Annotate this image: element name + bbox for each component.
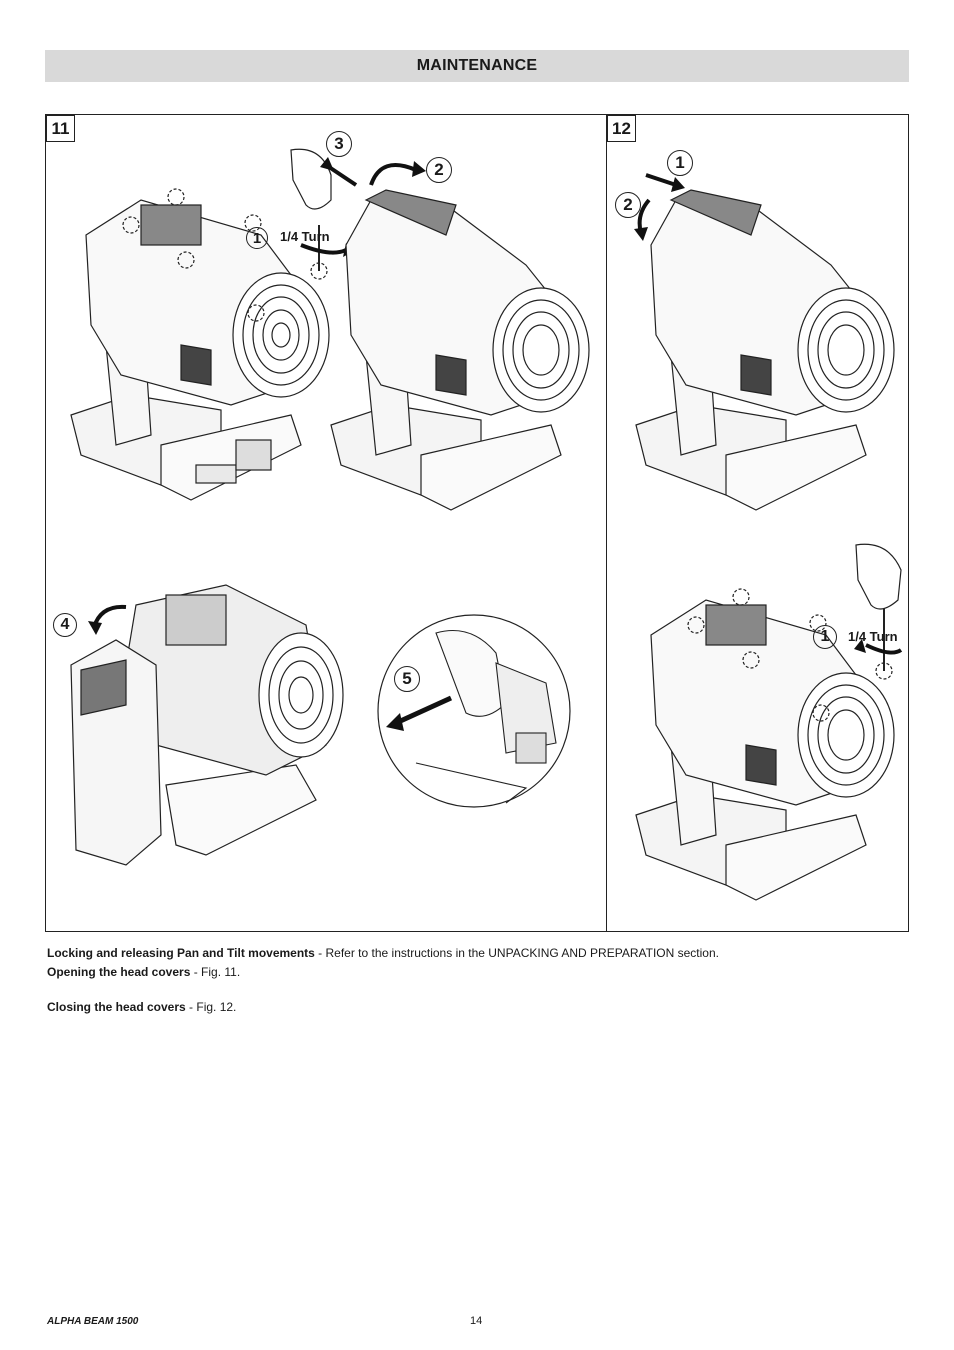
fig12-step2-marker: 2 — [615, 192, 641, 218]
caption-line-1: Locking and releasing Pan and Tilt movem… — [47, 946, 719, 960]
caption-line-3: Closing the head covers - Fig. 12. — [47, 1000, 236, 1014]
section-header: MAINTENANCE — [45, 50, 909, 82]
fixture-illustration-11-step4 — [70, 584, 344, 866]
figure-12-label: 12 — [607, 115, 636, 142]
fig12-turn-label: 1/4 Turn — [848, 629, 898, 644]
fig11-step4-marker: 4 — [53, 613, 77, 637]
page-number: 14 — [470, 1315, 483, 1327]
fig11-step2-marker: 2 — [426, 157, 452, 183]
caption-3-bold: Closing the head covers — [47, 1000, 186, 1014]
caption-2-bold: Opening the head covers — [47, 965, 191, 979]
fixture-illustration-11-step1 — [70, 148, 354, 501]
figure-divider — [606, 115, 607, 931]
fixture-illustration-12-step12 — [634, 173, 895, 511]
fig11-turn-label: 1/4 Turn — [280, 229, 330, 244]
figure-frame: 11 12 — [45, 114, 909, 932]
fig11-step3-marker: 3 — [326, 131, 352, 157]
section-title: MAINTENANCE — [416, 57, 538, 74]
caption-2-text: - Fig. 11. — [190, 965, 241, 979]
footer-product-name: ALPHA BEAM 1500 — [47, 1316, 139, 1327]
fig12-tighten-step1-marker: 1 — [813, 625, 837, 649]
fixture-illustration-11-step23 — [320, 157, 590, 511]
fig12-step1-marker: 1 — [667, 150, 693, 176]
caption-1-bold: Locking and releasing Pan and Tilt movem… — [47, 946, 315, 960]
detail-illustration-11-step5 — [377, 614, 571, 808]
caption-1-text: - Refer to the instructions in the UNPAC… — [314, 946, 719, 960]
fig11-step1-marker: 1 — [246, 227, 268, 249]
figure-11-label: 11 — [46, 115, 75, 142]
caption-line-2: Opening the head covers - Fig. 11. — [47, 965, 240, 979]
fixture-illustration-12-tighten — [635, 543, 903, 901]
fig11-step5-marker: 5 — [394, 666, 420, 692]
caption-3-text: - Fig. 12. — [185, 1000, 237, 1014]
